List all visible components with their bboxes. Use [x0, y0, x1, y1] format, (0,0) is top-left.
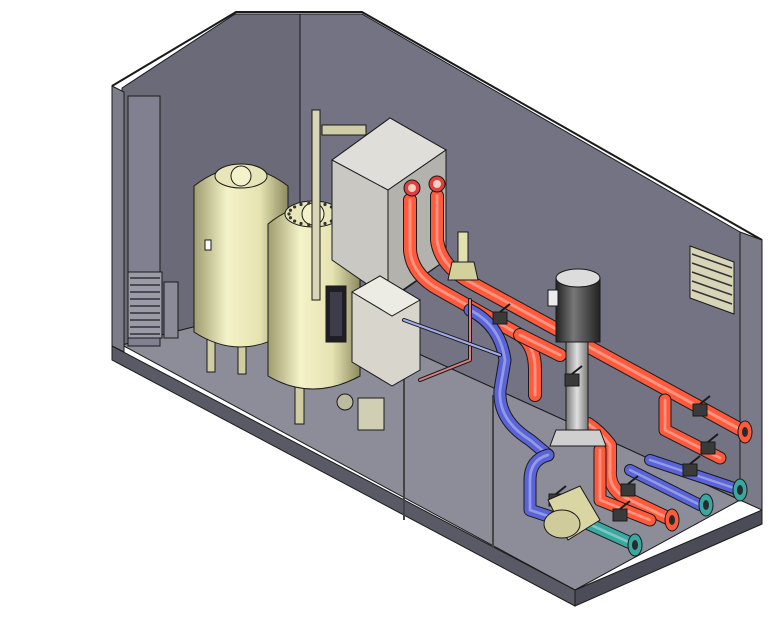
pipe-flange-bore: [703, 500, 709, 510]
hot-header-pipe: [431, 190, 751, 438]
valve-body: [700, 441, 716, 455]
valve-handle: [699, 395, 711, 405]
tank-bolt: [299, 221, 303, 226]
tank-bolt: [307, 201, 311, 205]
grille-slat: [691, 289, 733, 305]
check-valve: [336, 393, 385, 431]
cold-header-pipe: [625, 465, 705, 510]
valve-body: [692, 403, 708, 417]
grille-right-slats: [691, 253, 733, 305]
support-frame: [311, 109, 367, 301]
valve-handle: [499, 303, 511, 313]
valve-handle: [571, 365, 583, 375]
signal-cable-blue: [403, 319, 501, 356]
signal-cable-blue-highlight: [403, 319, 501, 356]
valve-handle: [707, 433, 719, 443]
ventilation-grille-right: [689, 245, 735, 315]
tank-bolt: [293, 219, 297, 223]
hot-return-pipe-highlight: [598, 448, 652, 522]
tank-bolt: [293, 205, 297, 209]
container-top-rim: [111, 11, 763, 241]
tank-label-plate: [204, 239, 212, 251]
hot-branch-pipe: [514, 329, 566, 361]
pressure-gauge-face: [408, 184, 416, 192]
strainer-valve: [543, 485, 601, 541]
valve-handle: [689, 455, 701, 465]
tank-bolt: [323, 221, 327, 226]
valve-body: [620, 483, 636, 497]
valve-body: [564, 373, 580, 387]
valves: [403, 175, 719, 522]
container-base-right: [574, 509, 763, 607]
pressure-relief-valve: [447, 231, 479, 281]
hot-branch-pipe-highlight: [518, 333, 562, 357]
valve-handle: [627, 475, 639, 485]
grille-slat: [691, 253, 733, 269]
hot-header-pipe-highlight: [435, 194, 747, 434]
cold-suction-pipe: [524, 449, 566, 526]
valve-body: [492, 311, 508, 325]
expansion-tank-left: [193, 163, 289, 375]
pump-body: [565, 341, 589, 435]
pipe-flange-bore: [632, 540, 638, 550]
cold-supply-pipe-highlight: [468, 308, 550, 457]
tank-bolt: [288, 208, 293, 212]
vertical-multistage-pump: [547, 268, 607, 447]
signal-cable-highlight: [419, 299, 471, 381]
pipe-flange-bore: [669, 515, 675, 525]
cold-supply-pipe: [464, 304, 554, 461]
pipe-flange-bore: [742, 427, 748, 437]
container-right-end-wall: [739, 231, 763, 511]
grille-slat: [691, 262, 733, 278]
grille-slat: [691, 280, 733, 296]
valve-handle: [619, 500, 631, 510]
grille-slat: [691, 271, 733, 287]
container-left-frame: [111, 85, 125, 353]
tank-bolt: [307, 223, 311, 227]
pump-motor: [555, 277, 601, 343]
tank-bolt: [323, 202, 327, 207]
cold-suction-pipe-highlight: [528, 453, 562, 522]
pressure-gauge-face: [433, 180, 441, 188]
signal-cable: [419, 299, 471, 381]
electrical-panel: [325, 275, 421, 387]
valve-handle: [555, 485, 567, 495]
valve-body: [612, 508, 628, 522]
tank-bolt: [299, 202, 303, 207]
tank-bolt: [288, 216, 293, 220]
cold-header-pipe-highlight: [628, 468, 702, 507]
pipe-flange-bore: [737, 485, 743, 495]
tank-bolt: [287, 212, 291, 216]
valve-body: [682, 463, 698, 477]
ventilation-grille-left: [127, 271, 179, 339]
hot-return-pipe: [594, 444, 656, 526]
grille-slats: [130, 277, 160, 335]
